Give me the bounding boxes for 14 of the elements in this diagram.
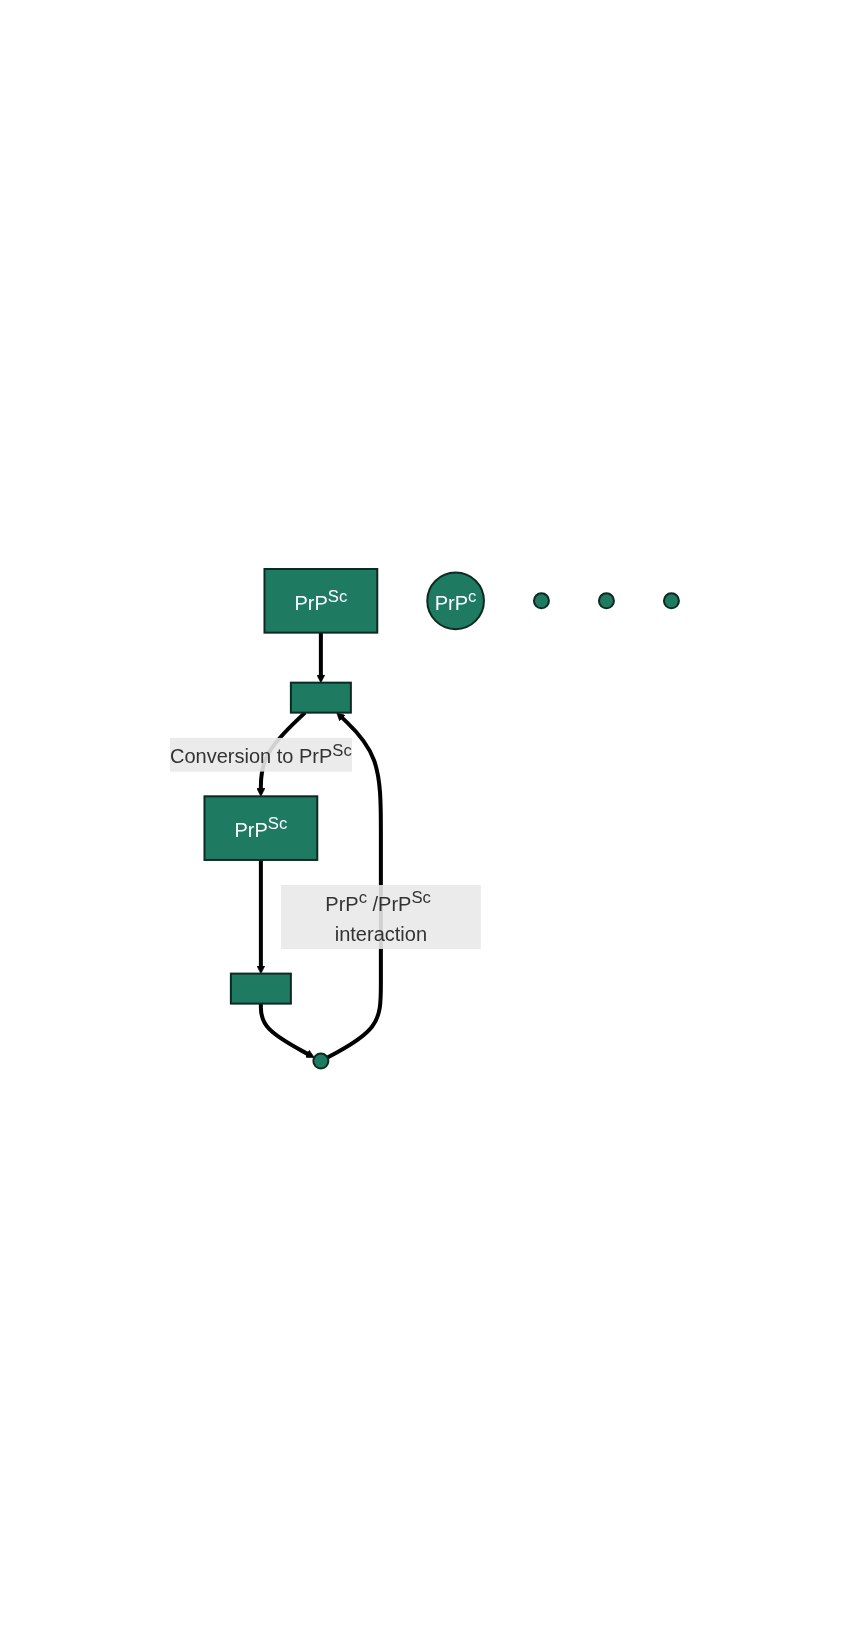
node-circle <box>597 592 615 610</box>
node-box <box>289 681 352 714</box>
edge-label: PrP$^{c}$ /PrP$^{Sc}$ interaction <box>324 888 431 945</box>
node-box <box>229 972 292 1005</box>
arrow <box>316 632 325 684</box>
edge-label: Conversion to PrP$^{Sc}$ <box>169 740 352 768</box>
arrow <box>256 860 265 975</box>
node-circle <box>532 592 550 610</box>
node-circle: PrP$^{c}$ <box>425 571 485 631</box>
node-circle <box>311 1052 329 1070</box>
node-box: PrP$^{Sc}$ <box>203 795 318 862</box>
node-circle <box>662 592 680 610</box>
node-box: PrP$^{Sc}$ <box>263 568 378 634</box>
arrow <box>258 1003 315 1059</box>
